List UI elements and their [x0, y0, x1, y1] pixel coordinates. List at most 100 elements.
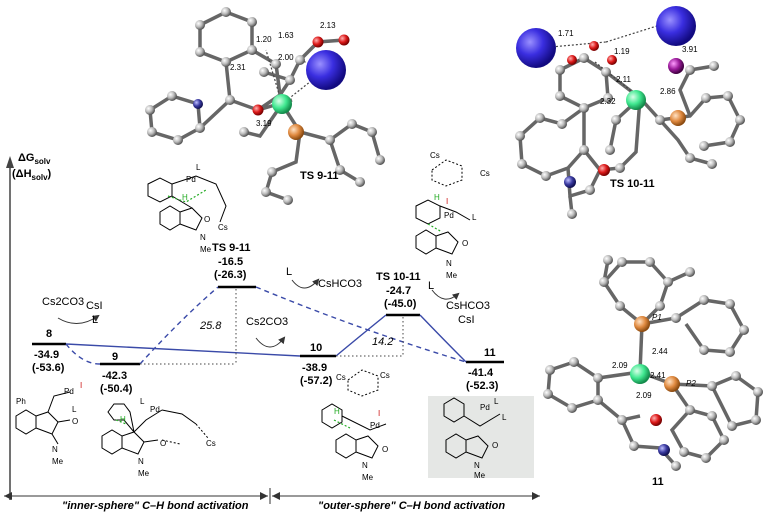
ts1011-dist-6: 2.32 [600, 97, 616, 106]
y-axis-label: ΔGsolv [18, 152, 51, 167]
state-8-h: (-53.6) [32, 362, 65, 374]
ts911-dist-3: 2.13 [320, 21, 336, 30]
ts1011-dist-4: 2.11 [616, 75, 631, 84]
molts911-o: O [204, 215, 211, 224]
mol9-n: N [138, 457, 144, 466]
mol10-pd: Pd [370, 421, 380, 430]
ts1011-dist-2: 1.19 [614, 47, 630, 56]
s11-dist-3: 2.41 [650, 371, 666, 380]
mol8-n: N [52, 445, 58, 454]
state-ts911-g: -16.5 [218, 256, 244, 268]
i-atom [668, 58, 684, 74]
mol11-l-1: L [494, 397, 499, 406]
reagent-cshco3-mid: CsHCO3 [318, 278, 363, 290]
molts1011-pd: Pd [444, 211, 454, 220]
state-11-name: 11 [484, 347, 496, 359]
mol11-o: O [492, 441, 499, 450]
state-8-g: -34.9 [34, 349, 60, 361]
y-axis-sublabel: (ΔHsolv) [12, 168, 52, 183]
o-atom [312, 36, 324, 48]
pd-atom [272, 94, 292, 114]
o-atom [607, 55, 617, 65]
state-ts1011-name: TS 10-11 [376, 271, 421, 283]
o-atom [598, 164, 610, 176]
molts911-cs: Cs [218, 223, 228, 232]
pd-atom [626, 90, 646, 110]
molts911-l: L [196, 163, 201, 172]
molts1011-n: N [446, 259, 452, 268]
reaction-paths [65, 286, 467, 365]
mol8-l: L [72, 405, 77, 414]
ts911-dist-2: 1.63 [278, 31, 294, 40]
reagent-l-left: L [92, 314, 99, 326]
ts1011-structure-label: TS 10-11 [610, 178, 655, 190]
reagent-csi-right: CsI [458, 314, 475, 326]
reagent-arrows [57, 278, 460, 348]
mol11-l-2: L [502, 413, 507, 422]
molts1011-h: H [434, 193, 440, 202]
inner-sphere-path [65, 286, 467, 365]
mol-8 [15, 391, 71, 445]
mol-10 [321, 369, 387, 459]
mol8-o: O [72, 417, 79, 426]
molts911-n: N [200, 233, 206, 242]
ts1011-dist-5: 2.86 [660, 87, 676, 96]
n-atom [193, 99, 203, 109]
s11-3d-structure [543, 255, 763, 471]
state-9-g: -42.3 [102, 370, 128, 382]
molts911-h: H [182, 193, 188, 202]
green-h-bonds [115, 189, 443, 429]
reagent-l-right: L [428, 280, 435, 292]
state-9-h: (-50.4) [100, 383, 133, 395]
y-axis [6, 156, 14, 500]
mol10-me: Me [362, 473, 374, 482]
s11-atom-p1: P1 [652, 313, 662, 322]
molts1011-o: O [462, 239, 469, 248]
energy-levels [32, 285, 504, 366]
p-atom [288, 124, 304, 140]
phase-inner-caption: "inner-sphere" C–H bond activation [62, 500, 249, 512]
state-ts1011-h: (-45.0) [384, 298, 417, 310]
s11-dist-1: 2.44 [652, 347, 668, 356]
n-atom [658, 444, 670, 456]
state-10-name: 10 [310, 342, 323, 354]
outer-sphere-path [65, 314, 467, 363]
ts911-structure-label: TS 9-11 [300, 170, 339, 182]
mol10-n: N [362, 461, 368, 470]
cs-atom [656, 6, 696, 46]
state-11-g: -41.4 [468, 367, 494, 379]
mol-ts911 [147, 175, 227, 231]
state-11-h: (-52.3) [466, 380, 499, 392]
o-atom [252, 104, 264, 116]
state-ts911-h: (-26.3) [214, 269, 247, 281]
molts1011-i: I [446, 197, 449, 206]
molts1011-cs-1: Cs [430, 151, 440, 160]
mol10-o: O [382, 445, 389, 454]
barrier-outer: 14.2 [372, 336, 394, 348]
molts911-me: Me [200, 245, 212, 254]
mol10-cs-2: Cs [380, 371, 390, 380]
mol10-i: I [378, 409, 381, 418]
molts1011-cs-2: Cs [480, 169, 490, 178]
ts1011-dist-1: 1.71 [558, 29, 574, 38]
ts1011-3d-structure [515, 6, 745, 219]
state-ts911-name: TS 9-11 [212, 242, 251, 254]
molts911-pd: Pd [186, 175, 196, 184]
state-9-name: 9 [112, 351, 119, 363]
o-atom [650, 414, 662, 426]
ts911-dist-6: 3.19 [256, 119, 272, 128]
mol9-h: H [120, 415, 126, 424]
mol8-i: I [80, 381, 83, 390]
cs-atom [306, 50, 346, 90]
s11-structure-label: 11 [652, 476, 664, 488]
reagent-cs2co3-left: Cs2CO3 [42, 296, 85, 308]
ts911-dist-4: 2.00 [278, 53, 294, 62]
ts911-dist-5: 2.31 [230, 63, 246, 72]
mol9-cs: Cs [206, 439, 216, 448]
n-atom [564, 176, 576, 188]
mol11-n: N [474, 461, 480, 470]
p-atom [664, 376, 680, 392]
mol-9 [101, 403, 209, 455]
state-10-g: -38.9 [302, 362, 328, 374]
